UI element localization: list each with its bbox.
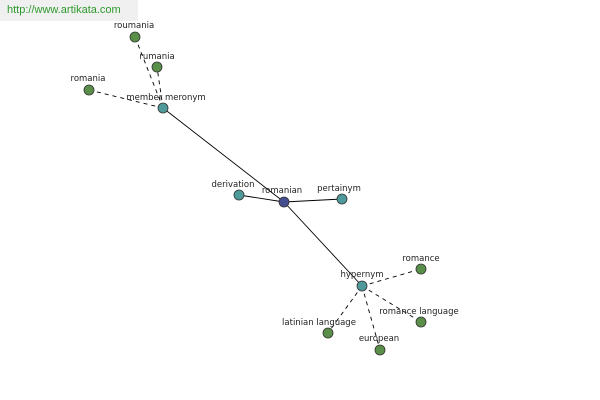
label-romance[interactable]: romance — [402, 254, 439, 264]
source-link[interactable]: http://www.artikata.com — [7, 4, 121, 16]
edge-romanian-derivation — [238, 194, 285, 203]
node-romance-language[interactable] — [415, 316, 427, 328]
label-member-meronym[interactable]: member meronym — [126, 93, 205, 103]
node-european[interactable] — [374, 344, 386, 356]
edge-romanian-pertainym — [283, 198, 343, 203]
label-derivation[interactable]: derivation — [211, 180, 254, 190]
label-latinian-language[interactable]: latinian language — [282, 318, 356, 328]
label-hypernym[interactable]: hypernym — [340, 270, 383, 280]
node-roumania[interactable] — [129, 31, 141, 43]
label-romania[interactable]: romania — [71, 74, 106, 84]
node-latinian-language[interactable] — [322, 327, 334, 339]
source-banner: http://www.artikata.com — [0, 0, 138, 21]
edge-hypernym-romance-language — [361, 285, 422, 323]
label-pertainym[interactable]: pertainym — [317, 184, 361, 194]
node-pertainym[interactable] — [336, 193, 348, 205]
edge-hypernym-romance — [361, 268, 422, 287]
edge-hypernym-european — [361, 285, 381, 351]
node-rumania[interactable] — [151, 61, 163, 73]
label-romance-language[interactable]: romance language — [379, 307, 459, 317]
node-derivation[interactable] — [233, 189, 245, 201]
label-rumania[interactable]: rumania — [139, 52, 174, 62]
node-romanian[interactable] — [278, 196, 290, 208]
label-european[interactable]: european — [359, 334, 399, 344]
edge-romanian-member-meronym — [162, 107, 285, 203]
label-roumania[interactable]: roumania — [114, 21, 154, 31]
edge-hypernym-latinian-language — [327, 285, 363, 334]
node-hypernym[interactable] — [356, 280, 368, 292]
label-romanian[interactable]: romanian — [262, 186, 302, 196]
node-romania[interactable] — [83, 84, 95, 96]
edge-romanian-hypernym — [283, 201, 363, 287]
node-romance[interactable] — [415, 263, 427, 275]
edge-member-meronym-rumania — [156, 66, 164, 109]
node-member-meronym[interactable] — [157, 102, 169, 114]
